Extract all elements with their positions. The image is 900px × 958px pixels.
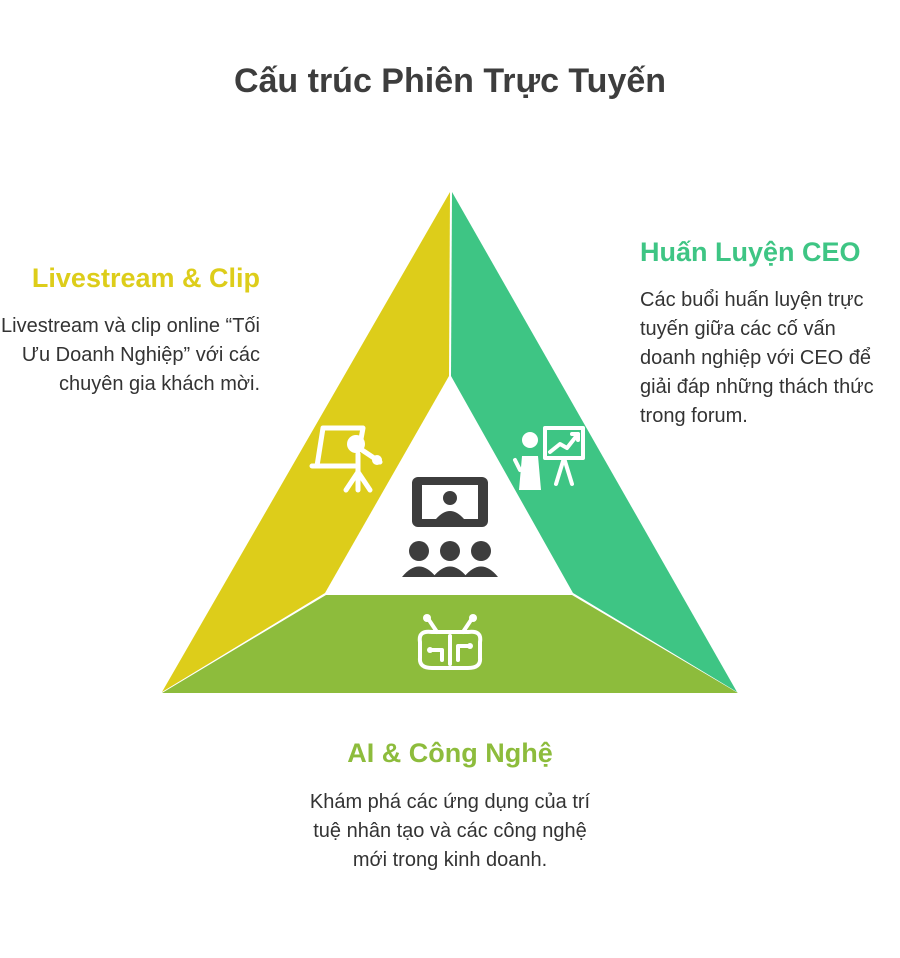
- ceo-coaching-heading: Huấn Luyện CEO: [640, 237, 861, 267]
- ai-brain-circuit-icon: [417, 614, 483, 670]
- page-title: Cấu trúc Phiên Trực Tuyến: [233, 62, 667, 100]
- livestream-heading: Livestream & Clip: [31, 263, 260, 293]
- right-segment: [451, 192, 737, 692]
- livestream-description: Livestream và clip online “Tối Ưu Doanh …: [1, 315, 260, 395]
- ai-technology-heading: AI & Công Nghệ: [347, 738, 553, 768]
- presentation-microphone-icon: [309, 425, 383, 493]
- coach-chart-icon: [513, 426, 585, 490]
- ai-technology-description: Khám phá các ứng dụng của trí tuệ nhân t…: [309, 791, 591, 871]
- ceo-coaching-description: Các buổi huấn luyện trực tuyến giữa các …: [640, 289, 874, 427]
- online-meeting-icon: [402, 477, 498, 577]
- left-segment: [162, 192, 450, 692]
